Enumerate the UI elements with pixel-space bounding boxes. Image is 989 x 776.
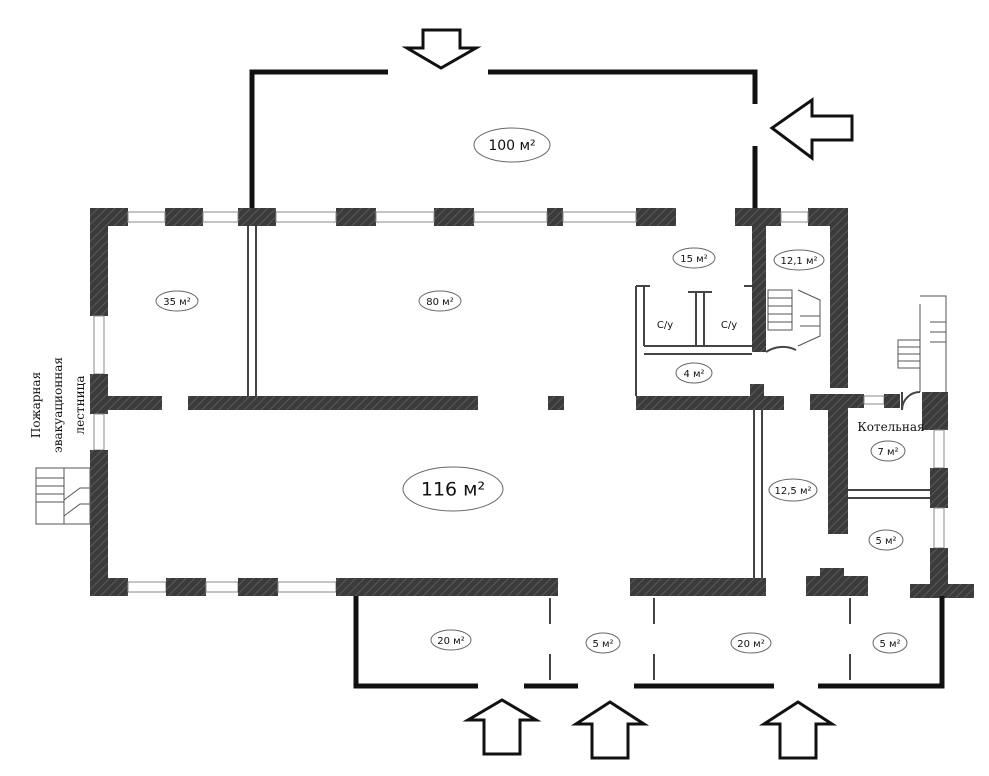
room-label-15: 15 м²	[672, 247, 716, 269]
room-area-text: 20 м²	[437, 636, 464, 647]
room-label-4: 4 м²	[675, 362, 713, 384]
room-label-35: 35 м²	[155, 290, 199, 312]
room-label-12-1: 12,1 м²	[773, 249, 825, 271]
room-area-text: 5 м²	[875, 536, 896, 547]
room-label-5-right: 5 м²	[868, 529, 904, 551]
room-area-text: 5 м²	[879, 639, 900, 650]
room-area-text: 7 м²	[877, 447, 898, 458]
room-label-12-5: 12,5 м²	[768, 478, 818, 502]
fire-stair-label-line-1: Пожарная	[29, 372, 43, 438]
room-label-7: 7 м²	[870, 440, 906, 462]
bottom-porches	[353, 596, 945, 689]
fire-stair-label: Пожарная эвакуационная лестница	[29, 357, 87, 453]
room-label-porch-5-mid: 5 м²	[585, 632, 621, 654]
room-area-text: 12,1 м²	[781, 256, 818, 267]
internal-stairs	[767, 289, 821, 347]
boiler-annex	[848, 391, 974, 598]
room-label-porch-5-right: 5 м²	[872, 632, 908, 654]
room-area-text: 80 м²	[426, 297, 453, 308]
room-area-text: 15 м²	[680, 254, 707, 265]
room-area-text: 116 м²	[421, 479, 485, 501]
wc-label-1: С/у	[657, 320, 673, 331]
wc-label-2: С/у	[721, 320, 737, 331]
room-area-text: 100 м²	[488, 138, 535, 154]
entrance-arrow-right	[769, 97, 854, 161]
room-label-porch-20-right: 20 м²	[730, 632, 772, 654]
boiler-exterior-stair	[897, 295, 947, 392]
interior-walls	[90, 222, 797, 578]
boiler-room-label: Котельная	[857, 420, 924, 434]
entrance-arrow-bottom-2	[570, 700, 650, 760]
top-terrace-outline	[249, 69, 758, 210]
exterior-walls	[90, 208, 868, 596]
room-label-terrace-top: 100 м²	[473, 127, 551, 163]
fire-escape-stair	[35, 467, 91, 525]
room-label-porch-20-left: 20 м²	[430, 629, 472, 651]
fire-stair-label-line-3: лестница	[73, 376, 87, 435]
room-area-text: 35 м²	[163, 297, 190, 308]
room-label-main-hall: 116 м²	[402, 466, 504, 512]
entrance-arrow-bottom-3	[758, 700, 838, 760]
entrance-arrow-top	[401, 28, 482, 70]
room-area-text: 4 м²	[683, 369, 704, 380]
entrance-arrow-bottom-1	[462, 698, 542, 756]
fire-stair-label-line-2: эвакуационная	[51, 357, 65, 453]
room-area-text: 20 м²	[737, 639, 764, 650]
room-label-80: 80 м²	[418, 290, 462, 312]
room-area-text: 5 м²	[592, 639, 613, 650]
room-area-text: 12,5 м²	[775, 486, 812, 497]
